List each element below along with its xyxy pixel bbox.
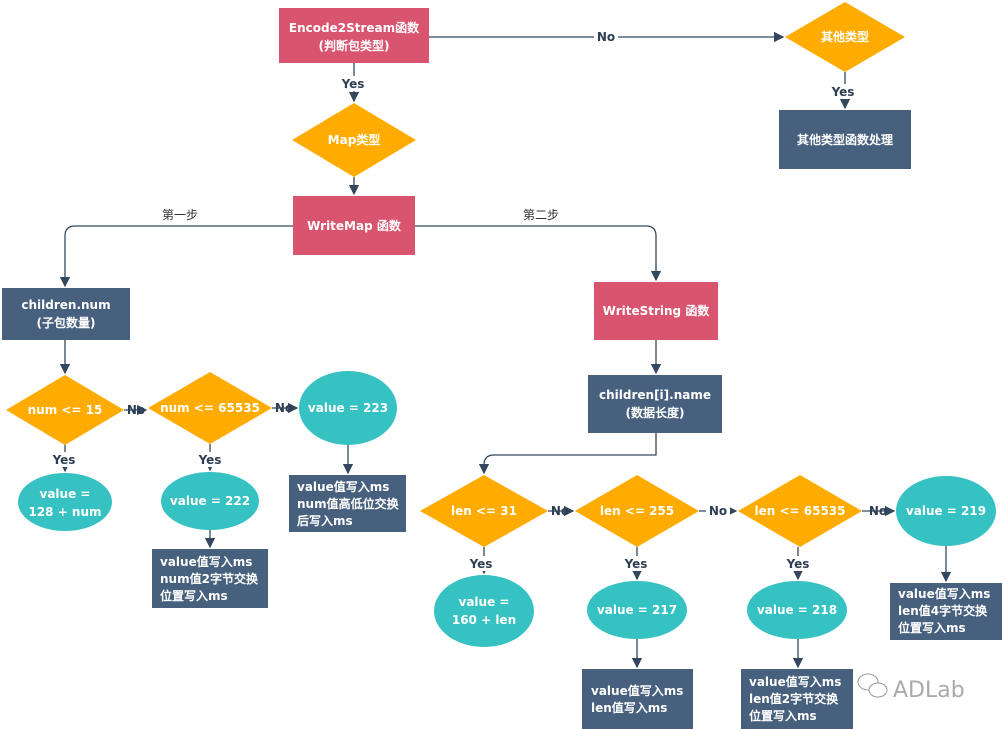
node-children-num: children.num (子包数量): [2, 288, 130, 340]
svg-text:children[i].name: children[i].name: [599, 388, 711, 402]
svg-text:其他类型函数处理: 其他类型函数处理: [797, 132, 893, 147]
svg-text:len值写入ms: len值写入ms: [591, 700, 667, 715]
label-yes: Yes: [469, 557, 493, 571]
svg-text:(数据长度): (数据长度): [626, 405, 685, 420]
edge-labels: No Yes Yes 第一步 第二步 No No Yes Yes No No N…: [50, 29, 887, 571]
svg-text:len <= 31: len <= 31: [451, 504, 517, 518]
watermark: ADLab: [857, 673, 965, 703]
svg-text:128 + num: 128 + num: [28, 505, 101, 519]
node-writestring: WriteString 函数: [594, 282, 718, 340]
svg-text:Map类型: Map类型: [328, 132, 381, 147]
svg-text:位置写入ms: 位置写入ms: [160, 588, 228, 603]
svg-text:WriteString 函数: WriteString 函数: [603, 303, 711, 318]
node-value-217-action: value值写入ms len值写入ms: [582, 669, 693, 729]
node-value-217: value = 217: [587, 581, 687, 639]
svg-text:num值2字节交换: num值2字节交换: [160, 571, 259, 586]
node-value-160-len: value = 160 + len: [434, 575, 534, 647]
node-num-le-15: num <= 15: [6, 375, 124, 445]
svg-text:ADLab: ADLab: [893, 678, 965, 703]
svg-text:WriteMap 函数: WriteMap 函数: [307, 218, 402, 233]
label-yes: Yes: [786, 557, 810, 571]
node-num-le-65535: num <= 65535: [148, 372, 272, 444]
svg-text:(判断包类型): (判断包类型): [319, 38, 390, 53]
svg-text:value值写入ms: value值写入ms: [591, 683, 683, 698]
svg-text:children.num: children.num: [21, 298, 110, 312]
svg-text:位置写入ms: 位置写入ms: [749, 708, 817, 723]
label-yes: Yes: [341, 77, 365, 91]
node-value-222-action: value值写入ms num值2字节交换 位置写入ms: [152, 549, 268, 608]
node-map-type-decision: Map类型: [292, 103, 416, 177]
label-no: No: [597, 30, 615, 44]
node-other-type-decision: 其他类型: [785, 2, 905, 72]
label-step2: 第二步: [523, 208, 559, 222]
svg-text:value = 222: value = 222: [170, 494, 250, 508]
svg-text:num <= 15: num <= 15: [28, 403, 103, 417]
node-value-223-action: value值写入ms num值高低位交换 后写入ms: [289, 475, 406, 532]
node-len-le-65535: len <= 65535: [738, 475, 862, 547]
node-value-219: value = 219: [896, 476, 996, 546]
svg-text:value = 223: value = 223: [308, 401, 388, 415]
svg-text:value值写入ms: value值写入ms: [160, 554, 252, 569]
node-len-le-255: len <= 255: [575, 475, 699, 547]
svg-text:value = 219: value = 219: [906, 504, 986, 518]
svg-text:len值4字节交换: len值4字节交换: [898, 603, 988, 618]
svg-text:(子包数量): (子包数量): [37, 315, 96, 330]
label-no: No: [275, 401, 293, 415]
label-yes: Yes: [52, 453, 76, 467]
label-no: No: [869, 504, 887, 518]
node-children-name: children[i].name (数据长度): [588, 375, 722, 433]
svg-text:value =: value =: [459, 595, 510, 609]
node-other-type-handler: 其他类型函数处理: [779, 110, 911, 169]
node-encode2stream: Encode2Stream函数 (判断包类型): [279, 8, 429, 63]
svg-text:len值2字节交换: len值2字节交换: [749, 691, 839, 706]
svg-text:num值高低位交换: num值高低位交换: [297, 496, 400, 511]
connectors: [59, 31, 952, 669]
label-no: No: [127, 403, 145, 417]
label-no: No: [551, 504, 569, 518]
node-value-219-action: value值写入ms len值4字节交换 位置写入ms: [890, 583, 1002, 640]
svg-text:value = 217: value = 217: [597, 603, 677, 617]
svg-text:value值写入ms: value值写入ms: [898, 586, 990, 601]
svg-text:len <= 255: len <= 255: [600, 504, 674, 518]
node-writemap: WriteMap 函数: [293, 196, 415, 255]
svg-text:其他类型: 其他类型: [821, 29, 869, 44]
node-value-222: value = 222: [161, 472, 259, 530]
node-value-218-action: value值写入ms len值2字节交换 位置写入ms: [741, 669, 853, 729]
svg-text:num <= 65535: num <= 65535: [160, 401, 260, 415]
node-value-128-num: value = 128 + num: [18, 473, 112, 531]
node-len-le-31: len <= 31: [420, 475, 548, 547]
svg-text:value值写入ms: value值写入ms: [297, 479, 389, 494]
svg-text:Encode2Stream函数: Encode2Stream函数: [289, 20, 420, 35]
svg-text:value = 218: value = 218: [757, 603, 837, 617]
svg-text:位置写入ms: 位置写入ms: [898, 620, 966, 635]
label-yes: Yes: [624, 557, 648, 571]
svg-text:value =: value =: [40, 487, 91, 501]
svg-text:value值写入ms: value值写入ms: [749, 674, 841, 689]
wechat-icon: [857, 673, 888, 698]
svg-text:len <= 65535: len <= 65535: [754, 504, 845, 518]
svg-text:160 + len: 160 + len: [452, 613, 516, 627]
label-yes: Yes: [831, 85, 855, 99]
label-yes: Yes: [198, 453, 222, 467]
label-no: No: [709, 504, 727, 518]
node-value-218: value = 218: [747, 581, 847, 639]
svg-text:后写入ms: 后写入ms: [297, 513, 353, 528]
node-value-223: value = 223: [299, 371, 397, 445]
label-step1: 第一步: [162, 208, 198, 222]
